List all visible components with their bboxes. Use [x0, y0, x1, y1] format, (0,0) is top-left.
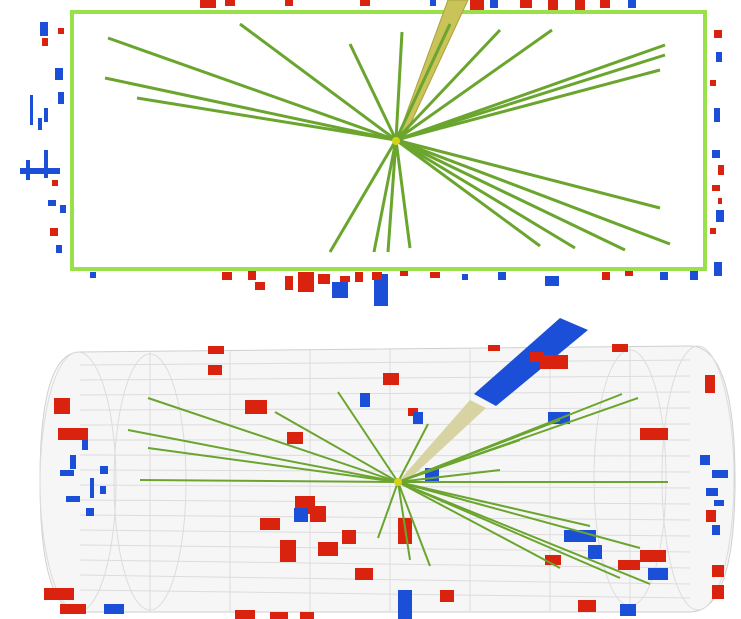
calorimeter-deposits-blue-3d — [60, 393, 728, 619]
primary-vertex — [392, 137, 400, 145]
calorimeter-deposits-left — [20, 22, 66, 253]
calorimeter-deposits-red-3d — [44, 344, 724, 619]
3d-barrel-view — [39, 318, 736, 619]
calorimeter-deposits-top — [200, 0, 636, 12]
rz-projection-view — [20, 0, 724, 306]
jet-cone-3d — [398, 400, 486, 484]
reconstructed-tracks — [104, 22, 671, 253]
detector-boundary-frame — [70, 10, 707, 271]
calorimeter-deposits-bottom — [90, 270, 698, 306]
calorimeter-deposits-right — [710, 30, 724, 276]
primary-vertex-3d — [394, 478, 402, 486]
reconstructed-tracks-3d — [127, 391, 668, 585]
